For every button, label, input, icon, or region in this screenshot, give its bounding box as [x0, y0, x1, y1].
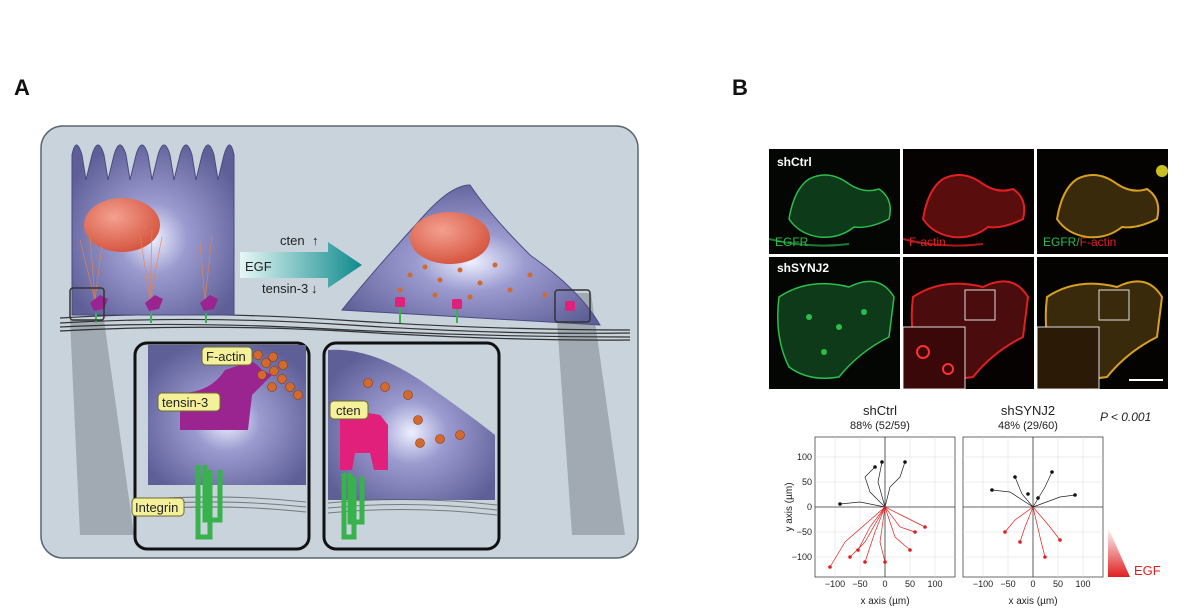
- label-factin: F-actin: [201, 346, 253, 366]
- merge-label-factin: F-actin: [1079, 235, 1117, 249]
- cten-up-arrow: ↑: [312, 233, 319, 248]
- right-zoom-box: [554, 289, 591, 323]
- xtick-left-4: 100: [927, 579, 942, 589]
- tracks-right-black: [991, 471, 1076, 508]
- row-label-shctrl: shCtrl: [777, 155, 812, 169]
- tracks-left-red: [829, 506, 926, 568]
- ytick-3: −50: [797, 527, 812, 537]
- row-label-shsynj2: shSYNJ2: [777, 261, 830, 275]
- merge-label-egfr: EGFR/: [1043, 235, 1080, 249]
- cten-shape: [340, 412, 388, 470]
- micrograph-shctrl-merge: [1037, 149, 1168, 254]
- channel-label-factin: F-actin: [909, 235, 946, 249]
- xlabel-right: x axis (µm): [1008, 596, 1057, 607]
- ytick-1: 50: [802, 477, 812, 487]
- right-zoom-projection: [555, 293, 625, 535]
- track-plots: 100 50 0 −50 −100 −100 −50 0 50 100 −100…: [784, 436, 1161, 607]
- ytick-4: −100: [792, 552, 812, 562]
- track-subtitle-left: 88% (52/59): [850, 420, 910, 432]
- label-cten: cten: [329, 400, 369, 420]
- xtick-right-1: −50: [1000, 579, 1015, 589]
- svg-text:cten: cten: [336, 403, 361, 418]
- svg-text:tensin-3: tensin-3: [162, 395, 208, 410]
- micrograph-shsynj2-merge: [1037, 257, 1168, 389]
- svg-text:Integrin: Integrin: [135, 500, 178, 515]
- xtick-right-4: 100: [1075, 579, 1090, 589]
- micrograph-grid: shCtrl shSYNJ2 EGFR F-actin EGFR/F-actin: [769, 149, 1169, 389]
- micrograph-shsynj2-egfr: [769, 257, 900, 389]
- egf-gradient-wedge: [1108, 527, 1130, 577]
- channel-label-egfr: EGFR: [775, 235, 809, 249]
- nucleus-left: [84, 198, 160, 252]
- xtick-right-2: 0: [1030, 579, 1035, 589]
- schematic-diagram: EGF cten ↑ tensin-3 ↓: [40, 125, 639, 559]
- track-subtitle-right: 48% (29/60): [998, 420, 1058, 432]
- xtick-left-1: −50: [852, 579, 867, 589]
- egf-gradient-label: EGF: [1134, 563, 1161, 578]
- panel-label-b: B: [732, 75, 748, 100]
- cten-beads: [363, 378, 465, 448]
- xtick-right-3: 50: [1053, 579, 1063, 589]
- xtick-left-3: 50: [905, 579, 915, 589]
- track-title-right: shSYNJ2: [1000, 403, 1056, 418]
- integrin-shape: [195, 465, 223, 540]
- svg-text:F-actin: F-actin: [206, 349, 246, 364]
- label-integrin: Integrin: [131, 497, 185, 517]
- tensin3-down-arrow: ↓: [311, 281, 318, 296]
- micrograph-shsynj2-factin: [903, 257, 1034, 389]
- tracks-left-black: [839, 461, 906, 508]
- xtick-right-0: −100: [973, 579, 993, 589]
- xlabel-left: x axis (µm): [860, 596, 909, 607]
- cten-puncta-cell: [397, 262, 548, 300]
- egf-label: EGF: [245, 259, 272, 274]
- label-tensin3: tensin-3: [157, 392, 221, 412]
- tracks-right-red: [1004, 506, 1061, 558]
- cten-up-label: cten: [280, 233, 305, 248]
- panel-label-a: A: [14, 75, 30, 100]
- egf-arrow: [240, 242, 362, 288]
- ytick-0: 100: [797, 452, 812, 462]
- tensin3-shape: [180, 361, 272, 430]
- left-zoom-box: [69, 287, 105, 321]
- p-value: P < 0.001: [1100, 410, 1152, 424]
- micrograph-shctrl-factin: [903, 149, 1034, 254]
- ylabel: y axis (µm): [784, 482, 795, 531]
- ytick-2: 0: [807, 502, 812, 512]
- micrograph-shctrl-egfr: [769, 149, 900, 254]
- nucleus-right: [410, 212, 490, 264]
- track-title-left: shCtrl: [863, 403, 897, 418]
- channel-label-merge: EGFR/F-actin: [1043, 235, 1116, 249]
- tensin3-down-label: tensin-3: [262, 281, 308, 296]
- integrin-shape-right: [341, 473, 365, 540]
- xtick-left-2: 0: [882, 579, 887, 589]
- factin-beads: [253, 350, 303, 400]
- xtick-left-0: −100: [825, 579, 845, 589]
- left-zoom-projection: [70, 320, 134, 535]
